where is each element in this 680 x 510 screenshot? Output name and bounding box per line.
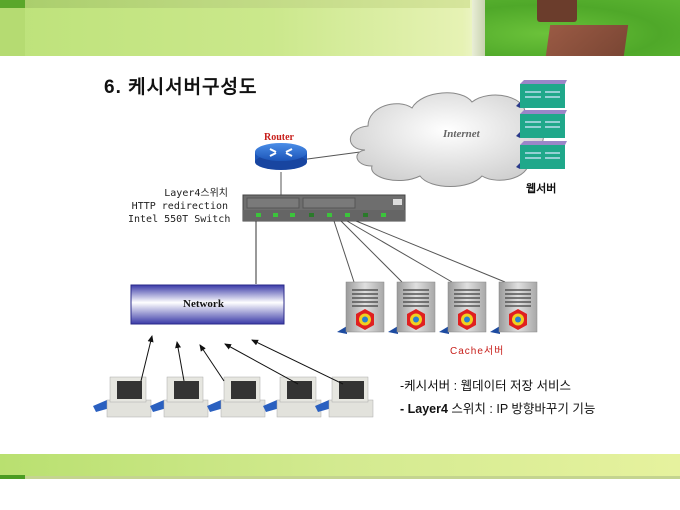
server-icon [516, 110, 567, 138]
router-label: Router [264, 132, 294, 143]
desktop-computer-icon [149, 376, 209, 418]
switch-label-line: Intel 550T Switch [128, 214, 231, 225]
server-icon [516, 80, 567, 108]
server-icon [516, 141, 567, 169]
cache-server-icon [337, 281, 385, 334]
banner-photo-path [472, 0, 485, 56]
header-strip [0, 0, 470, 8]
cache-server-icon [489, 281, 538, 335]
network-switch-icon [242, 194, 406, 222]
desktop-computer-icon [206, 376, 266, 418]
client-computers [93, 376, 374, 418]
switch-label-line: Layer4스위치 [164, 188, 228, 199]
header-corner-accent [0, 0, 25, 8]
switch-cache-cable [340, 220, 403, 283]
request-arrows [140, 335, 344, 385]
note-text: -케시서버 : 웹데이터 저장 서비스 [400, 379, 572, 393]
switch-cache-cable [346, 220, 453, 283]
arrow-icon [224, 343, 299, 385]
desktop-computer-icon [262, 376, 322, 418]
arrow-icon [140, 335, 154, 382]
arrow-icon [199, 344, 225, 382]
cache-server-icon [438, 281, 487, 335]
network-label: Network [183, 298, 224, 310]
web-server-label: 웹서버 [526, 183, 557, 195]
footer-band [0, 454, 680, 479]
banner-photo-bench [537, 0, 577, 22]
slide-title: 6. 케시서버구성도 [104, 77, 258, 98]
note-cache-server: -케시서버 : 웹데이터 저장 서비스 [400, 375, 571, 394]
network-segment [130, 284, 285, 325]
note-layer4-switch: - Layer4 스위치 : IP 방향바꾸기 기능 [400, 398, 595, 417]
header-side-accent [0, 8, 25, 56]
footer-corner-accent [0, 475, 25, 479]
web-servers [516, 80, 567, 169]
cache-server-icon [387, 281, 436, 335]
router-internet-cable [299, 151, 361, 161]
switch-label-line: HTTP redirection [131, 201, 228, 212]
cache-servers [337, 281, 538, 335]
note-bold: - Layer4 [400, 402, 448, 416]
switch-cache-cable [355, 220, 506, 283]
internet-label: Internet [443, 128, 480, 140]
arrow-icon [175, 341, 185, 382]
cache-server-label: Cache서버 [450, 346, 505, 357]
desktop-computer-icon [314, 376, 374, 418]
cables [255, 151, 506, 284]
desktop-computer-icon [93, 376, 152, 418]
router-icon [255, 143, 307, 170]
note-text: 스위치 : IP 방향바꾸기 기능 [447, 402, 596, 416]
switch-cache-cable [333, 220, 355, 283]
arrow-icon [251, 339, 344, 385]
switch-label: Layer4스위치 HTTP redirection Intel 550T Sw… [128, 187, 231, 226]
